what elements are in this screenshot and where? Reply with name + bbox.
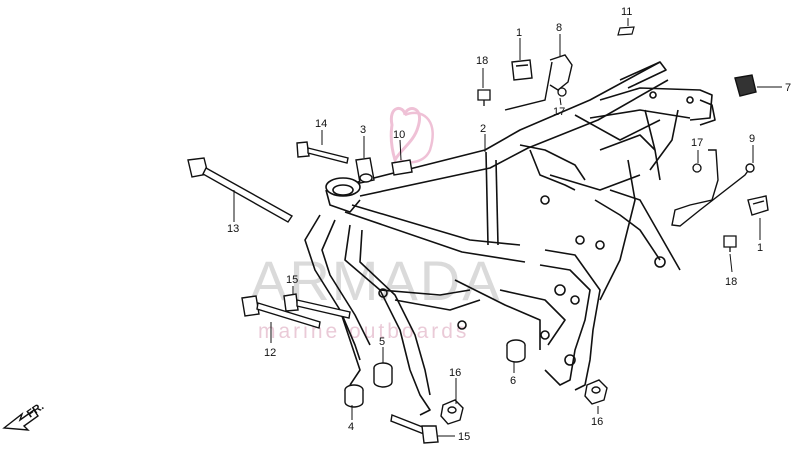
callout-18-top: 18 — [476, 55, 488, 67]
callout-2: 2 — [480, 123, 486, 135]
callout-15-left: 15 — [286, 274, 298, 286]
part-6-collar[interactable] — [506, 339, 526, 363]
part-4-collar[interactable] — [344, 384, 364, 408]
part-8-bracket[interactable] — [504, 54, 573, 111]
part-15-bolt-left[interactable] — [283, 293, 351, 319]
callout-3: 3 — [360, 124, 366, 136]
front-direction-arrow: FR. — [2, 400, 46, 431]
callout-16-right: 16 — [591, 416, 603, 428]
part-16-nut-left[interactable] — [440, 399, 464, 425]
callout-12: 12 — [264, 347, 276, 359]
callout-1-right: 1 — [757, 242, 763, 254]
callout-7: 7 — [785, 82, 791, 94]
callout-6: 6 — [510, 375, 516, 387]
leader-lines — [233, 18, 782, 437]
part-15-bolt-bottom[interactable] — [390, 414, 439, 444]
callout-1-top: 1 — [516, 27, 522, 39]
part-5-collar[interactable] — [373, 362, 393, 388]
part-10-cap[interactable] — [391, 159, 413, 176]
part-17-nut-right[interactable] — [692, 163, 702, 173]
callout-11: 11 — [621, 6, 632, 18]
callout-labels: 1 2 3 4 5 6 7 8 9 10 11 12 13 14 15 16 1… — [227, 6, 791, 443]
callout-16-left: 16 — [449, 367, 461, 379]
callout-10: 10 — [393, 129, 405, 141]
callout-17-right: 17 — [691, 137, 703, 149]
callout-4: 4 — [348, 421, 354, 433]
callout-18-right: 18 — [725, 276, 737, 288]
part-18-bolt-top[interactable] — [477, 89, 491, 106]
callout-8: 8 — [556, 22, 562, 34]
part-9-bracket[interactable] — [671, 149, 755, 227]
part-1-top[interactable] — [511, 59, 533, 81]
part-7-grommet[interactable] — [734, 74, 757, 97]
main-frame — [304, 61, 716, 416]
callout-9: 9 — [749, 133, 755, 145]
callout-5: 5 — [379, 336, 385, 348]
callout-17-top: 17 — [553, 106, 565, 118]
part-3-bushing[interactable] — [355, 157, 375, 184]
callout-13: 13 — [227, 223, 239, 235]
part-11-clip[interactable] — [617, 26, 635, 36]
part-13-bolt[interactable] — [187, 157, 294, 223]
callout-14: 14 — [315, 118, 327, 130]
part-1-right[interactable] — [747, 195, 769, 216]
part-18-bolt-right[interactable] — [723, 235, 737, 252]
part-17-nut-top[interactable] — [557, 87, 567, 97]
part-16-nut-right[interactable] — [584, 379, 608, 405]
part-12-bolt[interactable] — [241, 295, 321, 329]
part-14-bolt[interactable] — [296, 141, 349, 164]
callout-15-bottom: 15 — [458, 431, 470, 443]
